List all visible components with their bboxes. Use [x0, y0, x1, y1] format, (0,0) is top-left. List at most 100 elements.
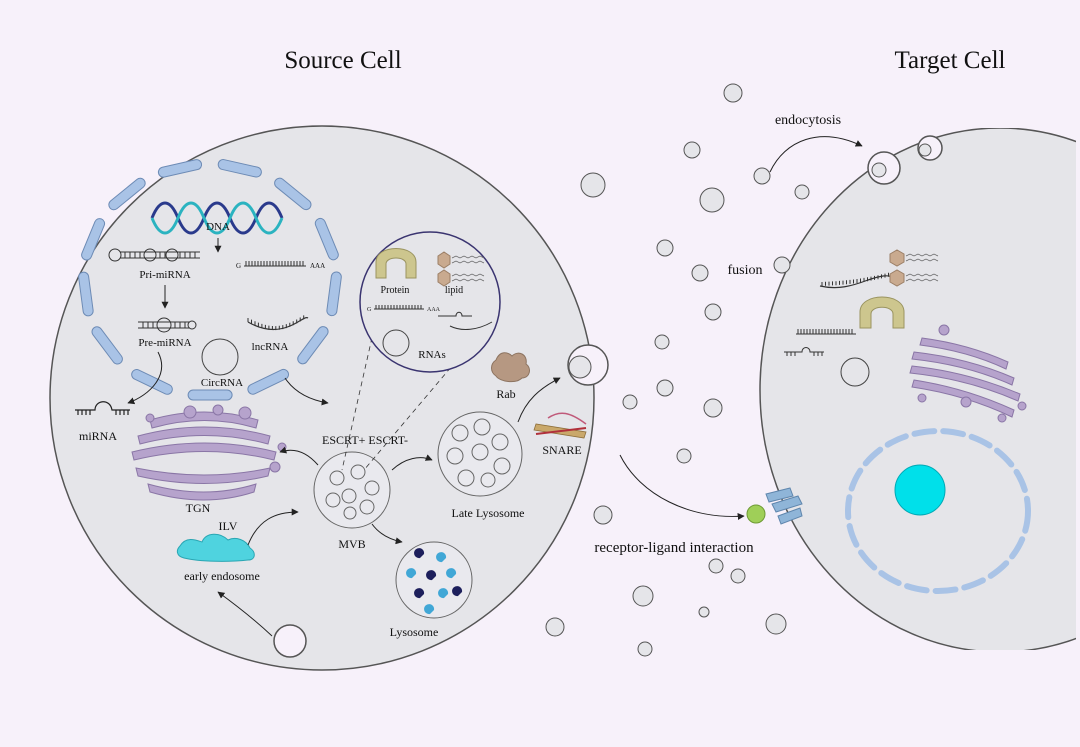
lipid-icon	[437, 251, 451, 287]
rab-label: Rab	[496, 387, 515, 401]
source-cell	[49, 125, 609, 671]
pre-mirna-label: Pre-miRNA	[138, 337, 191, 349]
inset-aaa-label: AAA	[427, 307, 441, 313]
rab-icon	[491, 352, 530, 383]
extracellular-vesicle	[765, 613, 787, 635]
extracellular-vesicle	[654, 334, 670, 350]
target-cell-title: Target Cell	[895, 47, 1006, 74]
late-lysosome	[437, 411, 523, 497]
extracellular-vesicle	[730, 568, 746, 584]
snare-icon	[533, 412, 587, 439]
pri-mirna-label: Pri-miRNA	[139, 269, 190, 281]
lysosome-particle	[438, 588, 449, 599]
extracellular-vesicle	[656, 379, 674, 397]
nuclear-envelope-segment	[314, 217, 339, 261]
source-nucleus	[78, 159, 342, 401]
mrna-aaa-label: AAA	[310, 262, 325, 270]
extracellular-vesicle	[708, 558, 724, 574]
mirna-label: miRNA	[79, 429, 117, 443]
nuclear-envelope-segment	[91, 326, 123, 365]
nuclear-envelope-segment	[326, 271, 342, 317]
inset-g-label: G	[367, 307, 372, 313]
circrna-label: CircRNA	[201, 377, 243, 389]
fusion-label: fusion	[728, 263, 763, 278]
lysosome-particle	[424, 604, 435, 615]
snare-label: SNARE	[542, 443, 581, 457]
early-endosome-label: early endosome	[184, 569, 260, 583]
extracellular-vesicle	[632, 585, 654, 607]
escrt-label: ESCRT+ ESCRT-	[322, 433, 408, 447]
lipid-label: lipid	[445, 285, 463, 296]
nucleolus	[894, 464, 946, 516]
tgn-label: TGN	[186, 501, 211, 515]
lysosome-particle	[436, 552, 447, 563]
extracellular-vesicle	[699, 187, 725, 213]
extracellular-vesicle	[580, 172, 606, 198]
extracellular-vesicle	[691, 264, 709, 282]
protein-icon	[375, 248, 417, 279]
dna-helix	[150, 201, 284, 235]
receptor-ligand-label: receptor-ligand interaction	[594, 540, 754, 556]
extracellular-vesicle	[676, 448, 692, 464]
exosome-content-inset: Protein lipid G AAA RNAs	[341, 231, 501, 471]
target-cell	[759, 128, 1080, 650]
pri-mirna-icon	[108, 248, 200, 262]
receptor-ligand-icon	[746, 487, 803, 525]
lncrna-icon	[247, 315, 309, 331]
extracellular-vesicles	[545, 83, 810, 657]
lysosome-particle	[406, 568, 417, 579]
lysosome-particle	[446, 568, 457, 579]
target-cargo	[784, 249, 939, 387]
lysosome-label: Lysosome	[390, 625, 439, 639]
nuclear-envelope-segment	[108, 177, 146, 211]
late-lysosome-label: Late Lysosome	[452, 506, 525, 520]
target-golgi	[909, 324, 1027, 423]
extracellular-vesicle	[698, 606, 710, 618]
source-cell-title: Source Cell	[284, 47, 401, 74]
pre-mirna-icon	[138, 317, 197, 333]
nuclear-envelope-segment	[81, 218, 106, 261]
extracellular-vesicle	[656, 239, 674, 257]
mvb-label: MVB	[338, 537, 365, 551]
nuclear-envelope-segment	[247, 368, 290, 395]
nuclear-envelope-segment	[187, 389, 233, 401]
early-endosome-shape	[176, 533, 255, 562]
extracellular-vesicle	[622, 394, 638, 410]
mrna-icon: G AAA	[236, 261, 325, 270]
extracellular-vesicle	[593, 505, 613, 525]
extracellular-vesicle	[683, 141, 701, 159]
lysosome-particle	[426, 570, 437, 581]
rnas-label: RNAs	[418, 349, 446, 361]
extracellular-vesicle	[723, 83, 743, 103]
protein-label: Protein	[381, 285, 410, 296]
extracellular-vesicle	[637, 641, 653, 657]
extracellular-vesicle	[704, 303, 722, 321]
nuclear-envelope-segment	[157, 159, 203, 178]
lysosome-particle	[414, 548, 425, 559]
nuclear-envelope-segment	[78, 271, 94, 317]
ilv-label: ILV	[219, 519, 238, 533]
lysosome-particle	[414, 588, 425, 599]
target-nucleus	[845, 428, 1031, 594]
mirna-icon	[75, 401, 130, 415]
nuclear-envelope-segment	[217, 159, 262, 178]
fusion-vesicle	[773, 256, 791, 274]
endocytic-bud	[273, 624, 307, 658]
extracellular-vesicle	[753, 167, 771, 185]
nuclear-envelope-segment	[131, 369, 173, 395]
lysosome	[395, 541, 473, 619]
nuclear-envelope-segment	[297, 326, 329, 365]
lncrna-label: lncRNA	[252, 341, 289, 353]
lysosome-particle	[452, 586, 463, 597]
extracellular-vesicle	[703, 398, 723, 418]
endocytosis-label: endocytosis	[775, 113, 841, 128]
mrna-g-label: G	[236, 262, 241, 270]
dna-label: DNA	[206, 221, 230, 233]
nuclear-envelope-segment	[274, 177, 312, 211]
extracellular-vesicle	[545, 617, 565, 637]
circrna-icon	[201, 338, 239, 376]
mvb	[313, 451, 391, 529]
extracellular-vesicle	[794, 184, 810, 200]
